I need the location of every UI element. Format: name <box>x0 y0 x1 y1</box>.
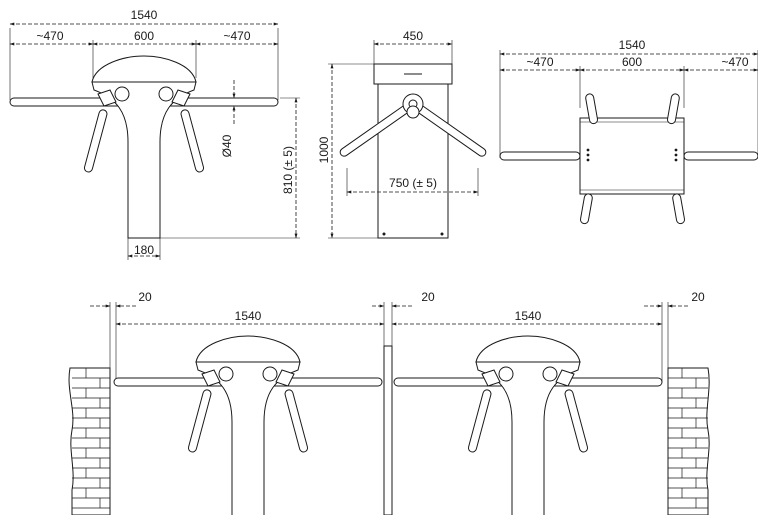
front-left-arm: ~470 <box>36 29 63 43</box>
front-view: 1540 ~470 600 ~470 Ø40 <box>9 8 300 260</box>
gap-left: 20 <box>138 290 152 304</box>
side-arm-span: 750 (± 5) <box>389 176 437 190</box>
side-top-width: 450 <box>403 29 423 43</box>
front-right-arm: ~470 <box>223 29 250 43</box>
installation-view: 20 20 20 1540 1540 <box>68 290 710 515</box>
span-left: 1540 <box>235 309 262 323</box>
front-arm-height: 810 (± 5) <box>281 146 295 194</box>
top-overall-width: 1540 <box>619 38 646 52</box>
turnstile-left <box>113 335 383 515</box>
front-overall-width: 1540 <box>131 8 158 22</box>
side-view: 450 1000 750 (± 5) <box>317 29 487 239</box>
top-left-arm: ~470 <box>526 55 553 69</box>
top-right-arm: ~470 <box>721 55 748 69</box>
gap-middle: 20 <box>421 290 435 304</box>
top-body-width: 600 <box>622 55 642 69</box>
front-body-width: 600 <box>134 29 154 43</box>
top-view: 1540 ~470 600 ~470 <box>499 38 758 225</box>
front-arm-diameter: Ø40 <box>220 134 234 157</box>
gap-right: 20 <box>691 290 705 304</box>
side-height: 1000 <box>317 136 331 163</box>
front-pillar-width: 180 <box>134 243 154 257</box>
turnstile-right <box>393 335 663 515</box>
span-right: 1540 <box>515 309 542 323</box>
